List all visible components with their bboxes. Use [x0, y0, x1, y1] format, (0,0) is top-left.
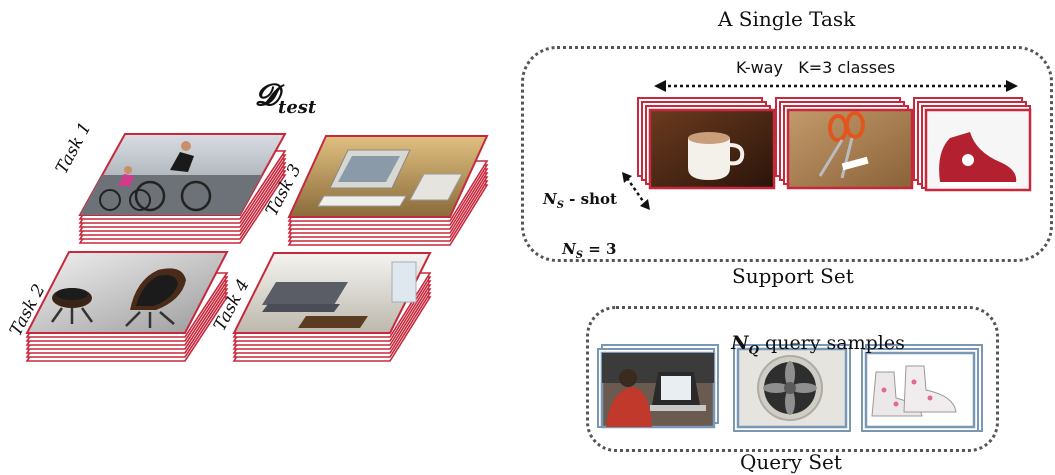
support-set-box [521, 46, 1053, 262]
boots-icon [864, 351, 976, 429]
dataset-subscript: test [278, 97, 317, 118]
laptop-person-icon [600, 351, 716, 429]
support-set-label: Support Set [732, 264, 854, 288]
scissors-icon [786, 108, 914, 190]
dataset-title: 𝓓test [255, 78, 316, 118]
ns-subscript: S [556, 200, 564, 211]
ns-shot-label: NS - shot [543, 190, 617, 211]
nq-symbol: N [731, 332, 749, 354]
coffee-cup-icon [648, 108, 776, 190]
computer-desk-icon [287, 135, 489, 218]
ns-equals-label: NS = 3 [543, 222, 616, 279]
query-sample-laptop [597, 344, 719, 429]
task3-stack [287, 135, 489, 246]
task4-stack [232, 252, 432, 362]
lounge-chairs-icon [25, 251, 229, 334]
k-way-arrow [654, 80, 1018, 92]
living-room-icon [232, 252, 432, 334]
support-set-images [637, 97, 1032, 192]
query-set-label: Query Set [740, 450, 842, 474]
single-task-title: A Single Task [718, 7, 856, 31]
support-class-cup [637, 97, 776, 190]
query-sample-fan [733, 344, 851, 432]
ns-subscript-2: S [575, 250, 584, 261]
sneakers-icon [924, 108, 1032, 192]
ns-symbol: N [543, 190, 557, 208]
query-set-box [586, 306, 999, 452]
ns-symbol-2: N [562, 240, 576, 258]
nq-text: query samples [759, 332, 905, 354]
cyclists-icon [78, 133, 287, 216]
query-sample-boots [861, 344, 983, 432]
nq-label: NQ query samples [707, 310, 905, 379]
shot-text: - shot [563, 190, 617, 208]
ns-value: = 3 [583, 240, 617, 258]
support-class-sneakers [913, 97, 1032, 192]
task2-stack [25, 251, 229, 362]
query-set-images [597, 344, 983, 432]
n-shot-arrow [622, 172, 650, 210]
k-way-label: K-way K=3 classes [736, 58, 896, 77]
task1-stack [78, 133, 287, 244]
support-class-scissors [775, 97, 914, 190]
fan-vent-icon [736, 347, 848, 429]
dataset-symbol: 𝓓 [255, 78, 279, 113]
nq-subscript: Q [748, 342, 759, 357]
